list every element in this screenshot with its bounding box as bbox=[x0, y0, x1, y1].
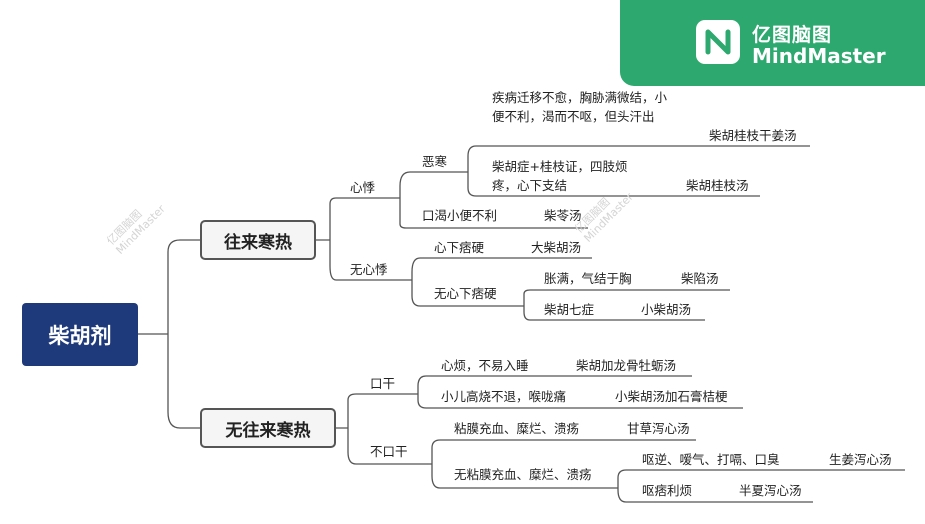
topic-label[interactable]: 不口干 bbox=[370, 444, 408, 459]
topic-label[interactable]: 柴胡症+桂枝证，四肢烦疼，心下支结 bbox=[492, 159, 628, 193]
formula-label[interactable]: 半夏泻心汤 bbox=[739, 483, 802, 498]
topic-label[interactable]: 无粘膜充血、糜烂、溃疡 bbox=[454, 467, 592, 482]
formula-label[interactable]: 柴胡桂枝汤 bbox=[686, 178, 749, 193]
mindmaster-logo-icon bbox=[696, 20, 740, 64]
topic-label[interactable]: 胀满，气结于胸 bbox=[544, 271, 632, 286]
brand-name-cn: 亿图脑图 bbox=[752, 24, 833, 46]
formula-label[interactable]: 柴胡桂枝干姜汤 bbox=[709, 128, 797, 143]
topic-label[interactable]: 心烦，不易入睡 bbox=[441, 358, 529, 373]
topic-label[interactable]: 心悸 bbox=[350, 180, 376, 195]
formula-label[interactable]: 柴苓汤 bbox=[544, 208, 582, 223]
formula-label[interactable]: 生姜泻心汤 bbox=[829, 452, 892, 467]
formula-label[interactable]: 小柴胡汤 bbox=[641, 302, 692, 317]
formula-label[interactable]: 大柴胡汤 bbox=[531, 240, 582, 255]
formula-label[interactable]: 柴胡加龙骨牡蛎汤 bbox=[576, 358, 677, 373]
topic-label[interactable]: 口干 bbox=[370, 376, 396, 391]
topic-label[interactable]: 无心下痞硬 bbox=[434, 286, 497, 301]
topic-label[interactable]: 疾病迁移不愈，胸胁满微结，小便不利，渴而不呕，但头汗出 bbox=[492, 90, 668, 124]
topic-label[interactable]: 柴胡七症 bbox=[544, 302, 595, 317]
topic-label[interactable]: 呕痞利烦 bbox=[642, 483, 693, 498]
topic-label[interactable]: 口渴小便不利 bbox=[422, 208, 498, 223]
brand-banner: 亿图脑图 MindMaster bbox=[620, 0, 925, 86]
topic-label[interactable]: 恶寒 bbox=[422, 154, 448, 169]
topic-label[interactable]: 无心悸 bbox=[350, 262, 388, 277]
root-topic[interactable]: 柴胡剂 bbox=[22, 303, 138, 366]
topic-label[interactable]: 呕逆、嗳气、打嗝、口臭 bbox=[642, 452, 780, 467]
branch-topic[interactable]: 往来寒热 bbox=[200, 220, 316, 260]
branch-topic[interactable]: 无往来寒热 bbox=[200, 408, 336, 448]
formula-label[interactable]: 小柴胡汤加石膏桔梗 bbox=[615, 389, 728, 404]
topic-label[interactable]: 小儿高烧不退，喉咙痛 bbox=[441, 389, 567, 404]
formula-label[interactable]: 甘草泻心汤 bbox=[627, 421, 690, 436]
topic-label[interactable]: 粘膜充血、糜烂、溃疡 bbox=[454, 421, 580, 436]
topic-label[interactable]: 心下痞硬 bbox=[434, 240, 485, 255]
brand-name-en: MindMaster bbox=[752, 44, 886, 68]
formula-label[interactable]: 柴陷汤 bbox=[681, 271, 719, 286]
